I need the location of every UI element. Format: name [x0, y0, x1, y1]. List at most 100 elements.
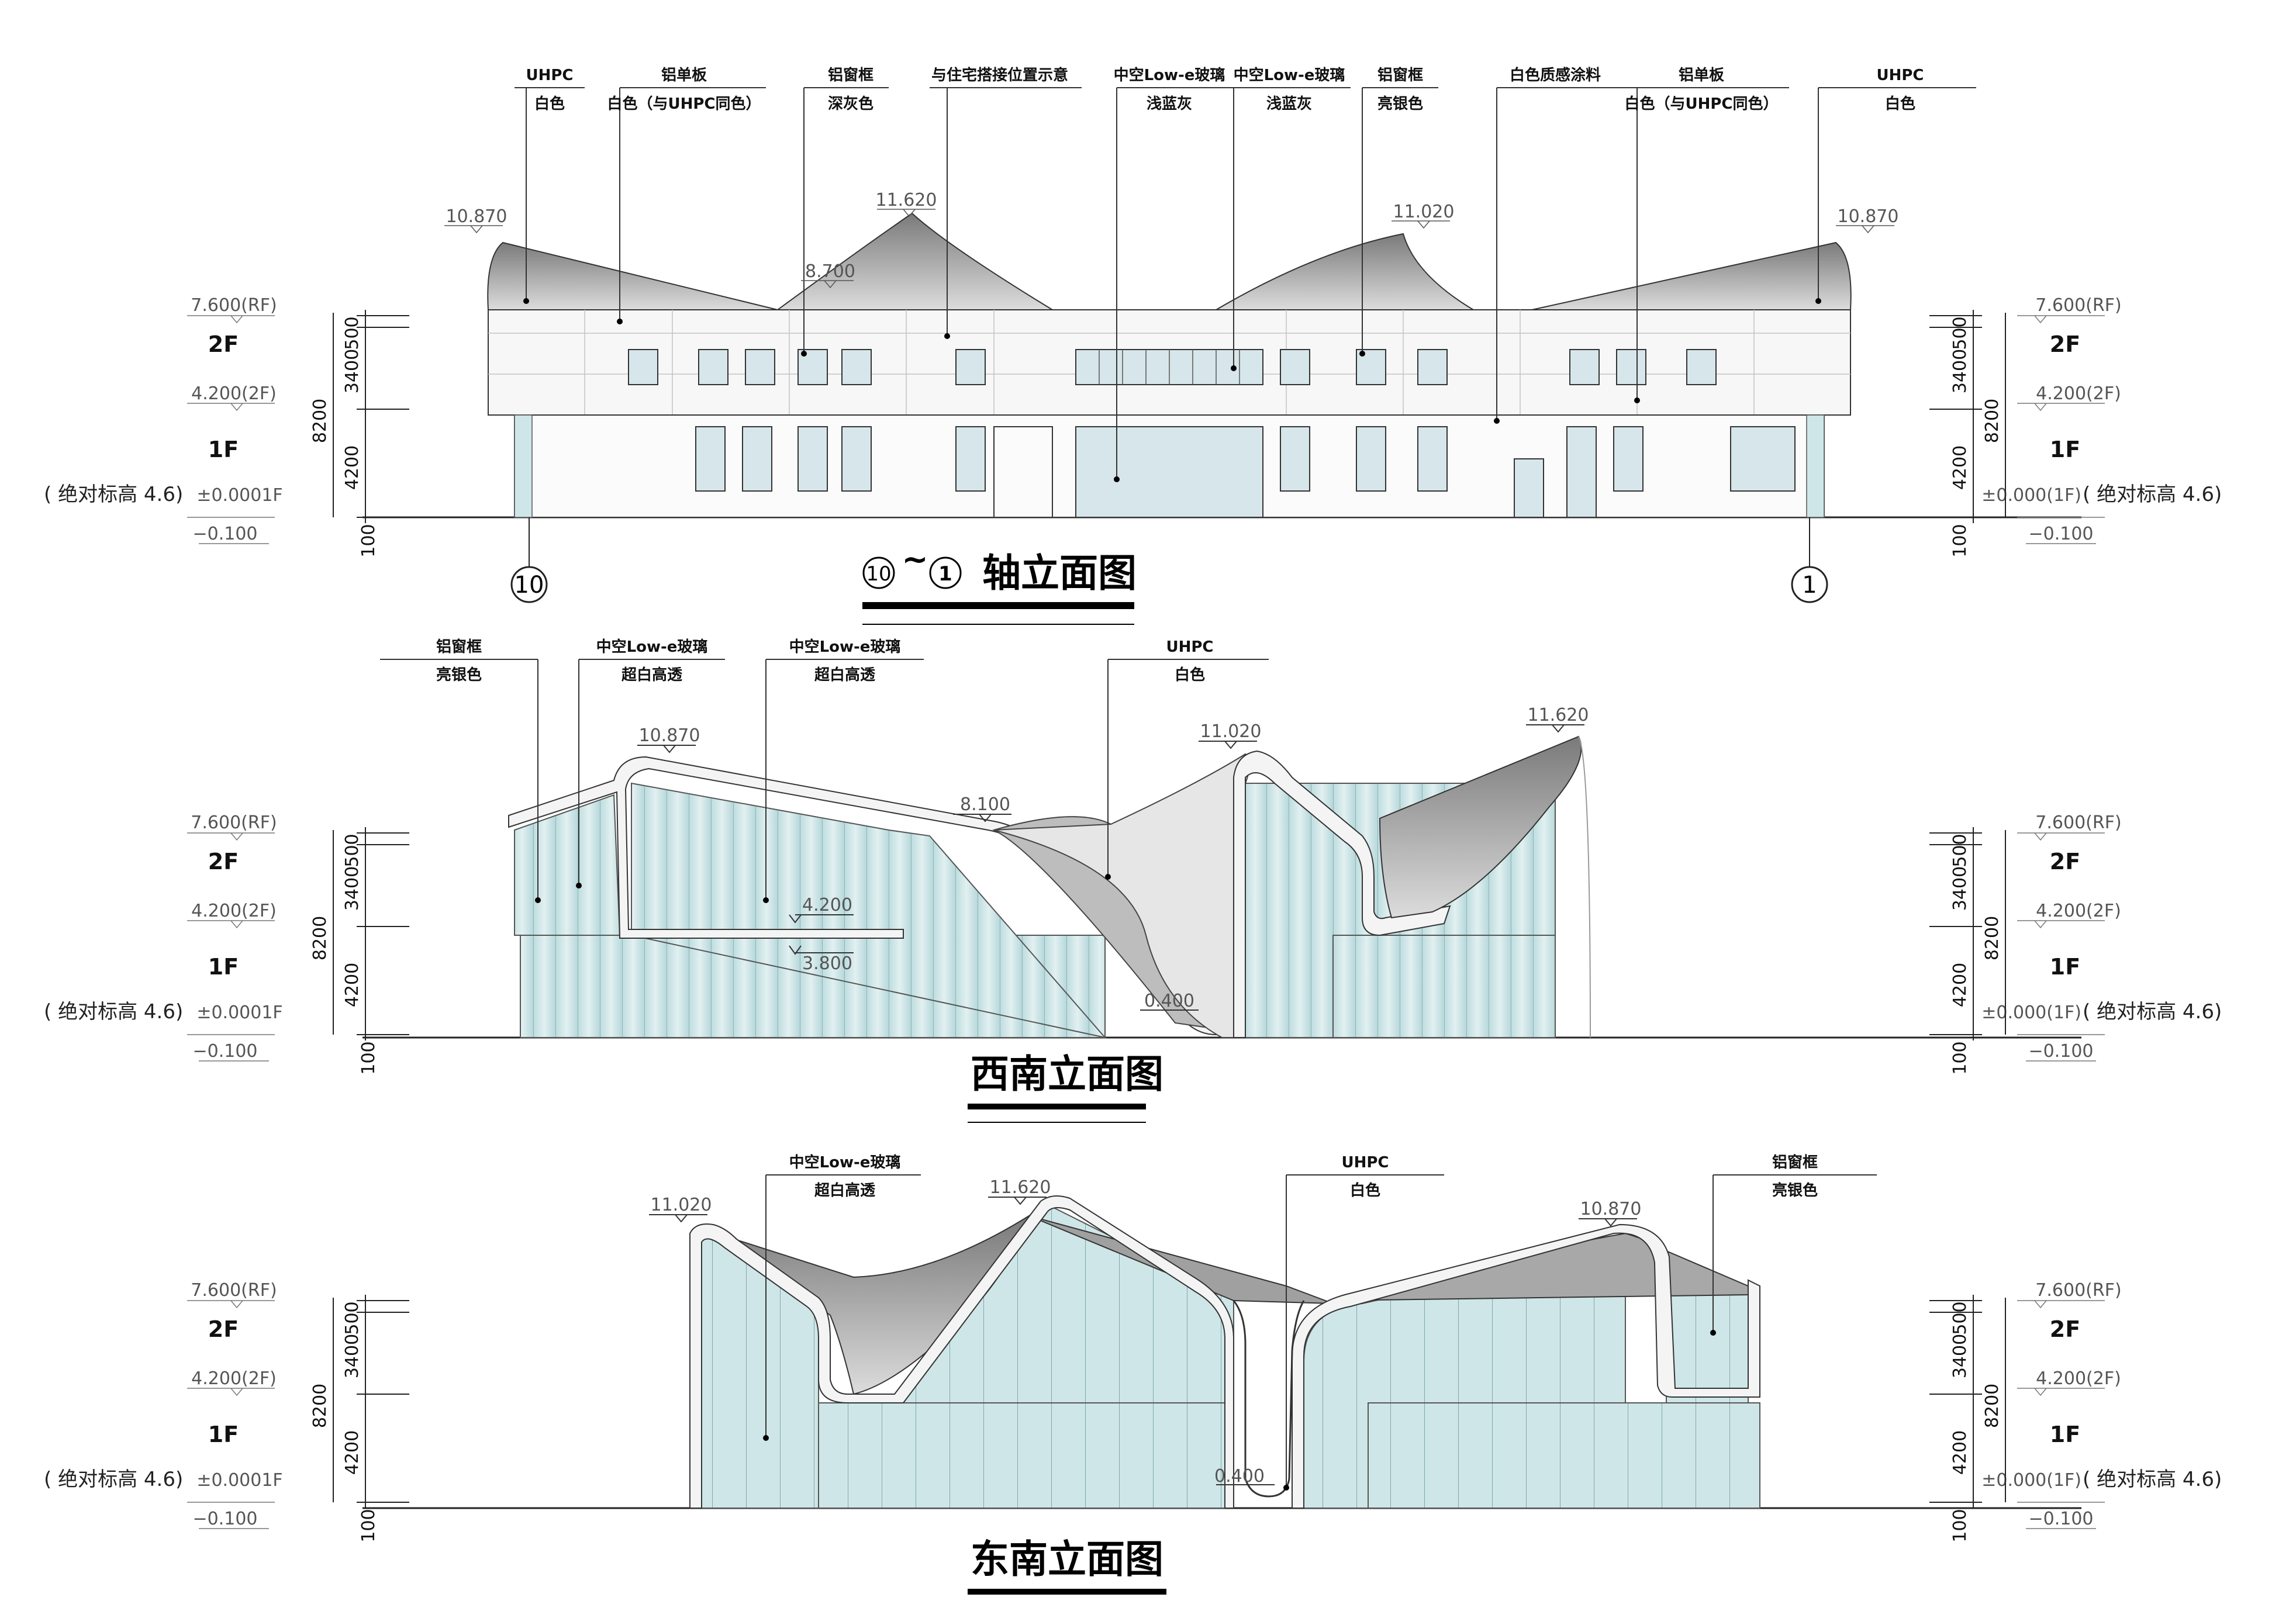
callout-7-line1: 铝窗框 [1377, 66, 1423, 84]
legend-left-1f: 1F [208, 1422, 239, 1447]
callout-10-line2: 白色 [1885, 95, 1915, 113]
legend-left-500: 500 [342, 1301, 362, 1334]
legend-right-500: 500 [1950, 1301, 1970, 1334]
elevation-axis-10-1: UHPC 白色 铝单板 白色（与UHPC同色） 铝窗框 深灰色 与住宅搭接位置示… [362, 66, 2081, 625]
se-mark-1: 11.020 [651, 1195, 712, 1215]
legend-right-f2: 4.200(2F) [2036, 901, 2121, 921]
se-callout-3-line2: 亮银色 [1772, 1181, 1818, 1199]
elev-mark-5: 10.870 [1838, 206, 1899, 227]
elev-mark-2: 11.620 [876, 190, 937, 210]
roof-right [1531, 241, 1852, 310]
roof-left [487, 241, 778, 310]
sw-callout-3-line1: 中空Low-e玻璃 [789, 638, 901, 656]
callout-7-line2: 亮银色 [1377, 95, 1423, 113]
legend-left-1f: 1F [208, 437, 239, 462]
se-callout-3-line1: 铝窗框 [1772, 1153, 1818, 1171]
legend-left-minus: −0.100 [192, 1041, 257, 1062]
legend-right-abs: ( 绝对标高 4.6) [2083, 1468, 2222, 1491]
sw-callout-4-line1: UHPC [1166, 638, 1213, 656]
elev-mark-4: 11.020 [1393, 202, 1455, 222]
callout-3-line2: 深灰色 [828, 95, 873, 113]
legend-left-f2: 4.200(2F) [191, 1368, 277, 1389]
sw-callout-3-line2: 超白高透 [814, 666, 876, 684]
legend-left-8200: 8200 [310, 1384, 330, 1428]
legend-right-4200: 4200 [1950, 1430, 1970, 1475]
title-elevation-2: 西南立面图 [971, 1052, 1163, 1097]
uhpc-frame-right [1233, 750, 1451, 1038]
callout-8-line1: 白色质感涂料 [1510, 66, 1601, 84]
legend-right-100: 100 [1950, 1509, 1970, 1542]
elev-mark-3: 8.700 [805, 261, 855, 282]
legend-right-8200: 8200 [1982, 399, 2002, 443]
legend-left-rf: 7.600(RF) [191, 1280, 277, 1301]
axis-bubble-10 [510, 566, 548, 603]
sw-mark-4: 11.620 [1528, 705, 1589, 725]
sw-callout-1-line1: 铝窗框 [436, 638, 482, 656]
legend-left-500: 500 [342, 316, 362, 350]
sw-mark-3: 11.020 [1200, 721, 1262, 742]
legend-right-f1: ±0.000(1F) [1981, 1002, 2081, 1023]
legend-left-100: 100 [358, 1509, 379, 1542]
callout-5-line1: 中空Low-e玻璃 [1114, 66, 1225, 84]
legend-right-4200: 4200 [1950, 963, 1970, 1007]
callout-5-line2: 浅蓝灰 [1147, 95, 1192, 113]
legend-left-2f: 2F [208, 1316, 239, 1342]
legend-right-500: 500 [1950, 316, 1970, 350]
legend-right-100: 100 [1950, 1041, 1970, 1074]
legend-right-3400: 3400 [1950, 1334, 1970, 1378]
callout-9-line2: 白色（与UHPC同色） [1624, 95, 1778, 113]
se-callout-1-line2: 超白高透 [814, 1181, 876, 1199]
legend-left-4200: 4200 [342, 1430, 362, 1475]
roof-right-2 [1379, 735, 1582, 919]
sw-callout-4-line2: 白色 [1175, 666, 1205, 684]
legend-left-1f: 1F [208, 954, 239, 980]
legend-right-100: 100 [1950, 524, 1970, 557]
sw-callout-2-line1: 中空Low-e玻璃 [596, 638, 708, 656]
legend-right-f2: 4.200(2F) [2036, 383, 2121, 404]
title-axis-from: 10 [866, 562, 891, 586]
legend-right-3400: 3400 [1950, 349, 1970, 393]
callout-2-line1: 铝单板 [661, 67, 707, 84]
axis-bubble-1 [1791, 566, 1828, 603]
legend-right-1f: 1F [2050, 1422, 2080, 1447]
callout-6-line2: 浅蓝灰 [1266, 95, 1312, 113]
legend-right-1f: 1F [2050, 437, 2080, 462]
legend-right-1f: 1F [2050, 954, 2080, 980]
callout-4-line1: 与住宅搭接位置示意 [931, 66, 1068, 84]
legend-left-f1: ±0.0001F [196, 485, 282, 506]
callout-1-line2: 白色 [534, 95, 565, 113]
sw-mark-5: 4.200 [802, 895, 852, 915]
axis-label-10: 10 [515, 572, 544, 599]
se-frame-left [689, 1195, 1234, 1509]
legend-right-minus: −0.100 [2028, 1041, 2093, 1062]
se-callout-2-line2: 白色 [1350, 1181, 1380, 1199]
title-axis-to: 1 [938, 562, 952, 586]
roof-center-left [775, 212, 1055, 310]
roof-center-right [1214, 233, 1476, 310]
legend-left-2f: 2F [208, 331, 239, 357]
legend-left-abs: ( 绝对标高 4.6) [44, 1468, 183, 1491]
legend-right-rf: 7.600(RF) [2035, 1280, 2121, 1301]
legend-right-8200: 8200 [1982, 916, 2002, 960]
legend-left-rf: 7.600(RF) [191, 813, 277, 833]
legend-right-500: 500 [1950, 834, 1970, 867]
se-mark-4: 0.400 [1214, 1466, 1265, 1486]
sw-mark-1: 10.870 [639, 725, 700, 746]
legend-right-abs: ( 绝对标高 4.6) [2083, 483, 2222, 506]
sw-mark-6: 3.800 [802, 953, 852, 974]
legend-right-3400: 3400 [1950, 866, 1970, 911]
se-callout-2-line1: UHPC [1341, 1154, 1389, 1171]
legend-left-f2: 4.200(2F) [191, 383, 277, 404]
sw-callout-2-line2: 超白高透 [622, 666, 683, 684]
legend-left-f1: ±0.0001F [196, 1002, 282, 1023]
legend-right-f1: ±0.000(1F) [1981, 1470, 2081, 1491]
legend-left-minus: −0.100 [192, 1509, 257, 1529]
legend-left-4200: 4200 [342, 963, 362, 1007]
callout-2-line2: 白色（与UHPC同色） [607, 95, 761, 113]
callout-6-line1: 中空Low-e玻璃 [1234, 66, 1345, 84]
legend-right-2f: 2F [2050, 849, 2080, 874]
legend-right-rf: 7.600(RF) [2035, 813, 2121, 833]
elevation-southwest: 铝窗框 亮银色 中空Low-e玻璃 超白高透 中空Low-e玻璃 超白高透 UH… [362, 638, 2081, 1123]
legend-left-3400: 3400 [342, 349, 362, 393]
